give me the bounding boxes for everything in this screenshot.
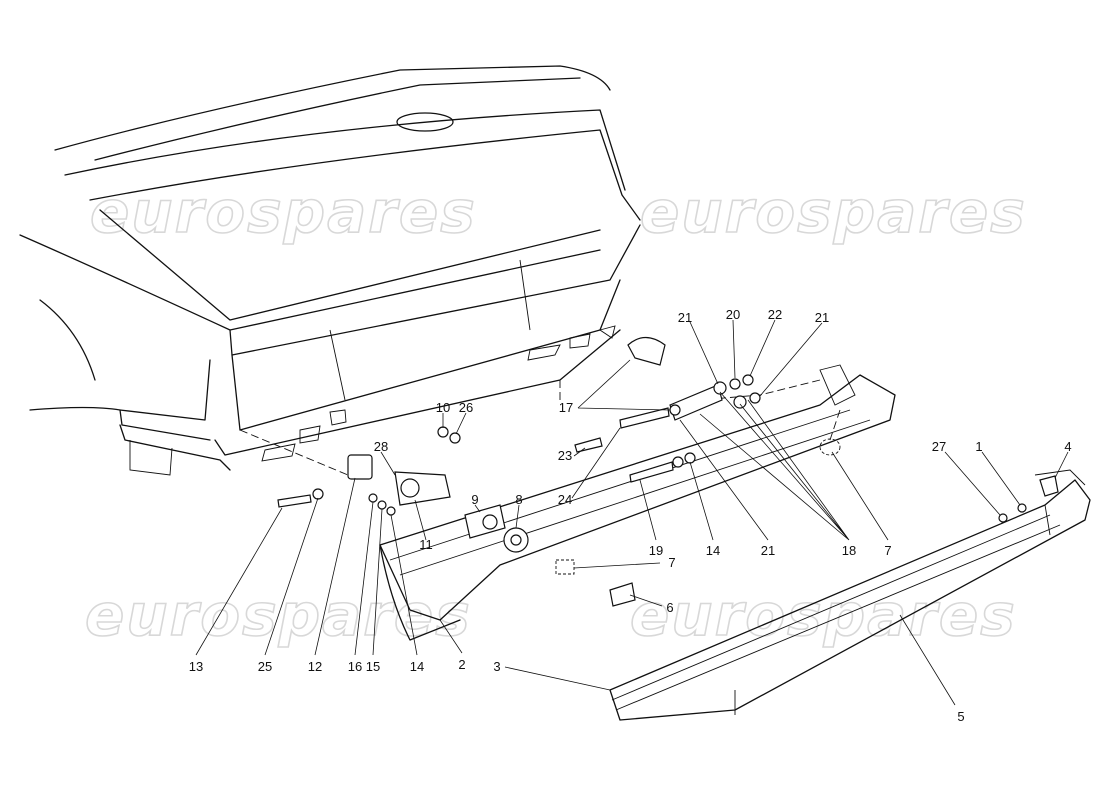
callout: 21 [761,543,775,558]
watermarks: eurospares eurospares eurospares eurospa… [84,177,1027,650]
callout: 8 [515,492,522,507]
callout: 3 [493,659,500,674]
callout: 28 [374,439,388,454]
car-rear-body [19,65,641,481]
callout: 14 [410,659,424,674]
watermark: eurospares [85,581,472,649]
callout: 18 [842,543,856,558]
callout: 21 [678,310,692,325]
callout: 7 [668,555,675,570]
callout: 22 [768,307,782,322]
callout: 12 [308,659,322,674]
callout: 26 [459,400,473,415]
callout: 1 [975,439,982,454]
callout: 5 [957,709,964,724]
callout: 17 [559,400,573,415]
callout: 4 [1064,439,1071,454]
callout: 20 [726,307,740,322]
callout: 10 [436,400,450,415]
watermark: eurospares [90,178,477,246]
callout: 2 [458,657,465,672]
callout: 7 [884,543,891,558]
callout: 21 [815,310,829,325]
callout: 13 [189,659,203,674]
callout: 19 [649,543,663,558]
callout: 27 [932,439,946,454]
callout: 9 [471,492,478,507]
callout: 14 [706,543,720,558]
watermark: eurospares [640,178,1027,246]
watermark: eurospares [630,581,1017,649]
callout: 25 [258,659,272,674]
leader-lines [195,319,1069,706]
callout-labels: 10 26 28 9 8 11 13 25 12 16 15 14 2 3 17… [189,307,1072,724]
callout: 15 [366,659,380,674]
callout: 23 [558,448,572,463]
callout: 24 [558,492,572,507]
bumper-rubber-strip [609,469,1091,721]
fasteners [277,336,1059,607]
callout: 11 [419,537,433,552]
callout: 6 [666,600,673,615]
callout: 16 [348,659,362,674]
